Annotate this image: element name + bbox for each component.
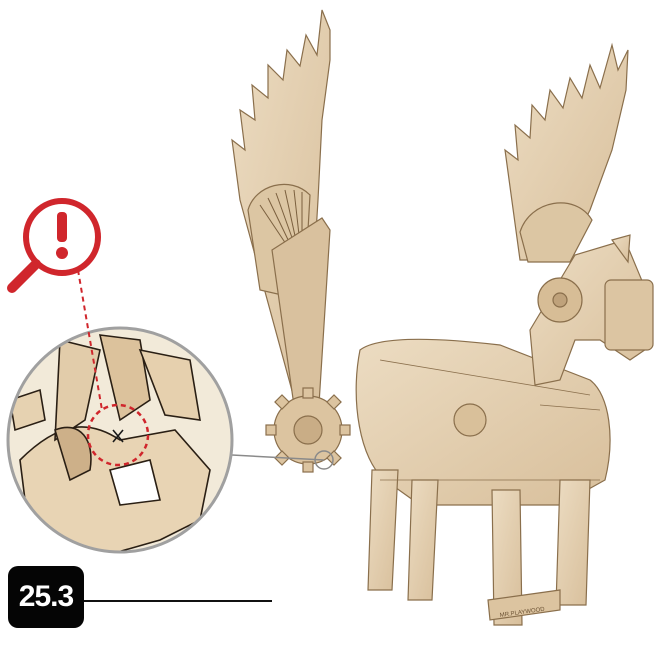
- step-number-badge: 25.3: [8, 566, 84, 628]
- magnifier-exclamation-icon: [12, 201, 98, 288]
- loose-wing-part: [232, 10, 350, 472]
- step-divider-line: [84, 600, 272, 602]
- zoom-detail: [8, 270, 232, 560]
- pegasus-model: [356, 45, 653, 625]
